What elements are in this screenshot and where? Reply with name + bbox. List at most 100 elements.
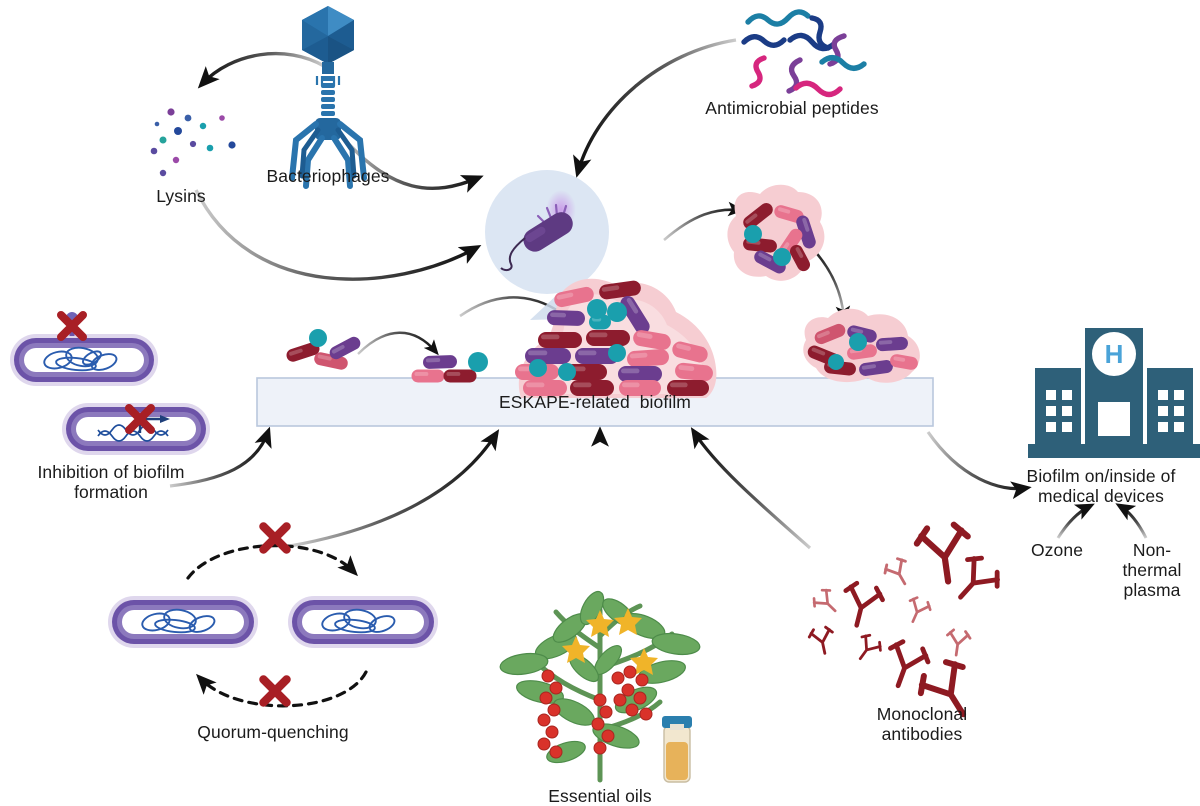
antibody-icon [946, 628, 972, 657]
bacterium-coccus [587, 299, 607, 319]
bacterium-rod [672, 341, 708, 363]
bacterium-rod [599, 280, 641, 300]
planktonic-bacteria [286, 329, 361, 370]
bacterium-coccus [849, 333, 867, 351]
bacterium-rod [620, 296, 650, 334]
dispersal-cluster-top [727, 184, 825, 281]
peptide-strand [787, 32, 837, 52]
inhibition-bacterium-dna [62, 403, 210, 455]
lysin-particle [199, 122, 207, 130]
arrow-antibodies-to-surface [690, 427, 812, 550]
label-lysins: Lysins [156, 186, 206, 206]
peptide-strand [741, 34, 787, 48]
hospital-icon: H [1028, 328, 1200, 458]
label-quorum-quenching: Quorum-quenching [197, 722, 349, 742]
lysin-particle [174, 127, 182, 135]
bacterium-rod [796, 215, 816, 249]
dispersal-cluster-bottom [803, 308, 920, 383]
bacterium-coccus [608, 344, 626, 362]
bacterium-rod [554, 286, 594, 308]
antibody-icon [843, 580, 885, 628]
bacterium-rod [619, 380, 661, 396]
arrow-quorum-to-surface [289, 429, 500, 548]
antibody-icon [913, 521, 971, 585]
hospital-h-glyph: H [1105, 339, 1124, 369]
bacterium-rod [667, 380, 709, 396]
label-essential-oils: Essential oils [548, 786, 652, 806]
label-ozone: Ozone [1030, 540, 1084, 560]
bacterium-rod [570, 380, 614, 396]
lysin-particle [150, 147, 158, 155]
antibody-icon [958, 555, 1000, 600]
bacterium-rod [627, 349, 669, 367]
bacterium-rod [754, 250, 786, 274]
bacterium-rod [411, 369, 445, 383]
monoclonal-antibodies [807, 521, 1000, 718]
arrow-inhibition-to-surface [169, 426, 272, 488]
attached-bacteria [411, 352, 488, 383]
bacterium-coccus [773, 248, 791, 266]
red-x-icon [259, 522, 291, 554]
arrow-attached-to-biofilm [357, 331, 439, 356]
bacterium-rod [329, 336, 361, 360]
bacterium-rod [814, 323, 846, 345]
bacterium-rod [789, 244, 811, 272]
essential-oils-plant [499, 590, 701, 783]
bacterium-rod [286, 342, 320, 362]
antibody-icon [917, 659, 967, 718]
arrow-lysins-to-target [194, 189, 482, 281]
label-non-thermal-plasma: Non-thermal plasma [1122, 540, 1182, 600]
bacterium-rod [575, 348, 619, 364]
oil-bottle-icon [662, 716, 692, 783]
arrow-phage-to-target [336, 130, 484, 193]
arrow-phage-to-lysins [197, 51, 325, 89]
bacterium-rod [423, 355, 457, 369]
arrow-quorum-signal-bottom [196, 670, 368, 708]
lysin-particle [159, 136, 167, 144]
arrow-ozone-to-devices [1056, 503, 1095, 539]
bacteriophage-icon [289, 6, 367, 189]
peptide-strand [809, 15, 831, 51]
antibody-icon [858, 633, 882, 661]
label-bacteriophages: Bacteriophages [266, 166, 390, 186]
bacterium-rod [774, 205, 804, 223]
bacterium-coccus [828, 354, 844, 370]
bacterium-coccus [468, 352, 488, 372]
antibody-icon [888, 639, 931, 689]
lysin-particle [167, 108, 175, 116]
bacterium-rod [618, 366, 662, 382]
quorum-bacterium-left [108, 596, 258, 648]
label-medical-devices: Biofilm on/inside of medical devices [1026, 466, 1176, 506]
bacterium-coccus [558, 363, 576, 381]
lysin-particle [219, 115, 225, 121]
peptide-strand [745, 9, 811, 27]
bacterium-coccus [744, 225, 762, 243]
antibody-icon [812, 588, 837, 613]
antibody-icon [807, 625, 834, 655]
peptide-strand [827, 33, 847, 67]
lysins-particles [150, 108, 236, 177]
bacterium-coccus [529, 359, 547, 377]
lysin-particle [154, 121, 160, 127]
quorum-bacterium-right [288, 596, 438, 648]
lysin-particle [172, 156, 180, 164]
arrow-plasma-to-devices [1115, 503, 1148, 539]
bacterium-rod [523, 380, 567, 396]
lysin-particle [184, 114, 192, 122]
bacterium-rod [443, 369, 477, 383]
label-inhibition-of-biofilm-formation: Inhibition of biofilm formation [37, 462, 185, 502]
bacterium-coccus [607, 302, 627, 322]
arrow-surface-to-devices [926, 431, 1032, 500]
antimicrobial-peptide-strands [741, 9, 867, 98]
bacterium-rod [586, 330, 630, 346]
peptide-strand [749, 55, 767, 89]
lysin-particle [228, 141, 236, 149]
arrow-peptides-to-target [573, 38, 737, 178]
label-monoclonal-antibodies: Monoclonal antibodies [876, 704, 968, 744]
peptide-strand [793, 80, 843, 98]
lysin-particle [206, 144, 214, 152]
red-x-icon [259, 675, 291, 707]
label-eskape-biofilm: ESKAPE-related biofilm [499, 392, 691, 412]
